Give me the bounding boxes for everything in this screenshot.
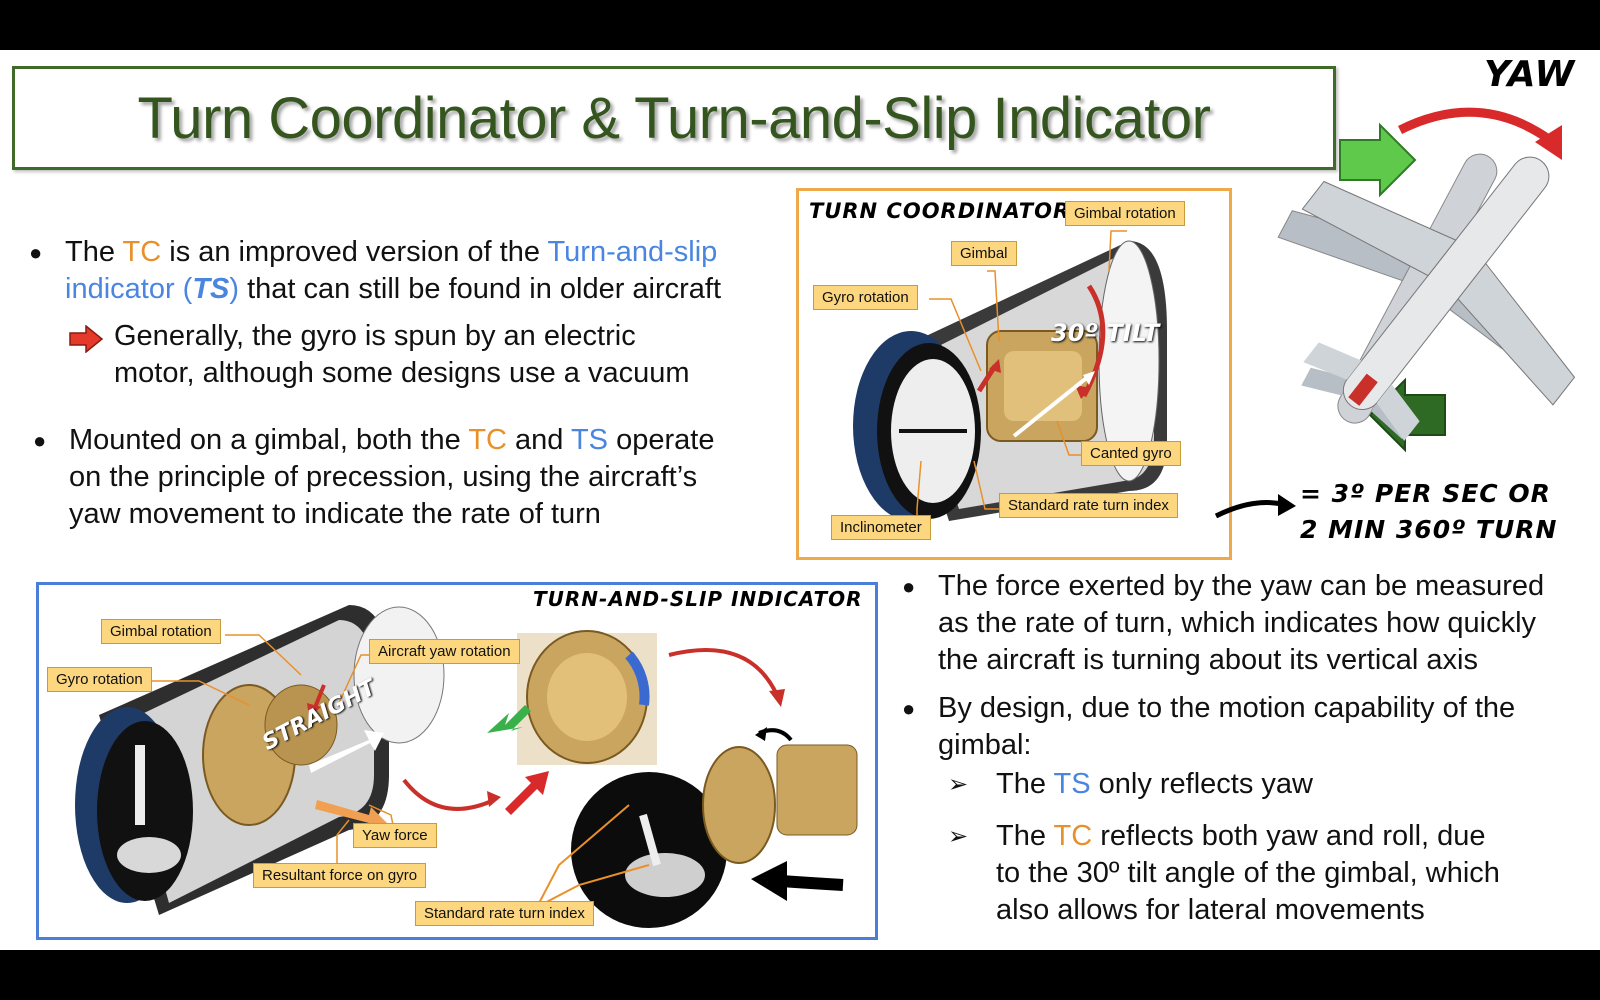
bullet-design: ● By design, due to the motion capabilit…	[902, 690, 1598, 764]
label-gimbal-rotation: Gimbal rotation	[101, 619, 221, 644]
sub-bullet-tc: ➢ The TC reflects both yaw and roll, due…	[948, 818, 1596, 929]
label-standard-rate: Standard rate turn index	[415, 901, 594, 926]
red-arrow-icon	[69, 325, 104, 353]
text: only reflects yaw	[1090, 768, 1313, 800]
label-gyro-rotation: Gyro rotation	[47, 667, 152, 692]
page-title: Turn Coordinator & Turn-and-Slip Indicat…	[137, 85, 1211, 151]
label-resultant-force: Resultant force on gyro	[253, 863, 427, 888]
turn-coordinator-title: Turn coordinator	[809, 199, 1071, 223]
bullet-dot: ●	[29, 240, 43, 265]
text: reflects both yaw and roll, due	[1092, 820, 1486, 852]
text: The	[65, 236, 123, 268]
ts-abbr: TS	[192, 273, 230, 305]
label-yaw-force: Yaw force	[353, 823, 437, 848]
text: that can still be found in older aircraf…	[239, 273, 722, 305]
text: Generally, the gyro is spun by an electr…	[114, 320, 636, 352]
rate-note-line2: 2 min 360º turn	[1300, 515, 1558, 544]
tc-term: TC	[122, 236, 162, 268]
text: on the principle of precession, using th…	[69, 461, 698, 493]
chevron-icon: ➢	[948, 823, 969, 850]
turn-coordinator-panel: Turn coordinator	[796, 188, 1232, 560]
ts-term: indicator (	[65, 273, 193, 305]
label-aircraft-yaw: Aircraft yaw rotation	[369, 639, 520, 664]
text: The	[996, 820, 1054, 852]
text: as the rate of turn, which indicates how…	[938, 607, 1537, 639]
turn-and-slip-diagram	[75, 605, 858, 928]
turn-and-slip-title: Turn-and-slip indicator	[533, 587, 863, 611]
text: By design, due to the motion capability …	[938, 692, 1516, 724]
text: also allows for lateral movements	[996, 894, 1425, 926]
text: and	[506, 424, 571, 456]
text: operate	[608, 424, 715, 456]
label-inclinometer: Inclinometer	[831, 515, 931, 540]
tc-term: TC	[468, 424, 507, 456]
aircraft-yaw-illustration	[1277, 107, 1576, 453]
text: the aircraft is turning about its vertic…	[938, 644, 1478, 676]
slide: Turn Coordinator & Turn-and-Slip Indicat…	[0, 50, 1600, 950]
ts-term: TS	[1053, 768, 1091, 800]
text: Mounted on a gimbal, both the	[69, 424, 469, 456]
rate-note: = 3º per sec or 2 min 360º turn	[1300, 476, 1557, 548]
bullet-dot: ●	[33, 428, 47, 453]
text: motor, although some designs use a vacuu…	[114, 357, 690, 389]
bullet-dot: ●	[902, 696, 916, 721]
label-gyro-rotation: Gyro rotation	[813, 285, 918, 310]
text: to the 30º tilt angle of the gimbal, whi…	[996, 857, 1500, 889]
text: gimbal:	[938, 729, 1032, 761]
sub-bullet-gyro-motor: Generally, the gyro is spun by an electr…	[114, 318, 774, 392]
chevron-icon: ➢	[948, 771, 969, 798]
tilt-note: 30º Tilt	[1051, 319, 1160, 347]
turn-and-slip-panel: Turn-and-slip indicator	[36, 582, 878, 940]
ts-term: Turn-and-slip	[547, 236, 718, 268]
text: is an improved version of the	[161, 236, 548, 268]
text: The	[996, 768, 1054, 800]
tc-term: TC	[1053, 820, 1093, 852]
text: )	[229, 273, 240, 305]
bullet-yaw-force: ● The force exerted by the yaw can be me…	[902, 568, 1598, 679]
yaw-label: Yaw	[1484, 54, 1576, 95]
rate-note-line1: = 3º per sec or	[1300, 479, 1551, 508]
label-standard-rate: Standard rate turn index	[999, 493, 1178, 518]
bullet-dot: ●	[902, 574, 916, 599]
label-canted-gyro: Canted gyro	[1081, 441, 1181, 466]
text: The force exerted by the yaw can be meas…	[938, 570, 1545, 602]
title-box: Turn Coordinator & Turn-and-Slip Indicat…	[12, 66, 1336, 170]
label-gimbal: Gimbal	[951, 241, 1017, 266]
black-arrow-icon	[1214, 494, 1296, 519]
bullet-gimbal: ● Mounted on a gimbal, both the TC and T…	[33, 422, 789, 533]
sub-bullet-ts: ➢ The TS only reflects yaw	[948, 766, 1596, 803]
bullet-tc-intro: ● The TC is an improved version of the T…	[29, 234, 785, 308]
text: yaw movement to indicate the rate of tur…	[69, 498, 601, 530]
ts-term: TS	[570, 424, 609, 456]
label-gimbal-rotation: Gimbal rotation	[1065, 201, 1185, 226]
